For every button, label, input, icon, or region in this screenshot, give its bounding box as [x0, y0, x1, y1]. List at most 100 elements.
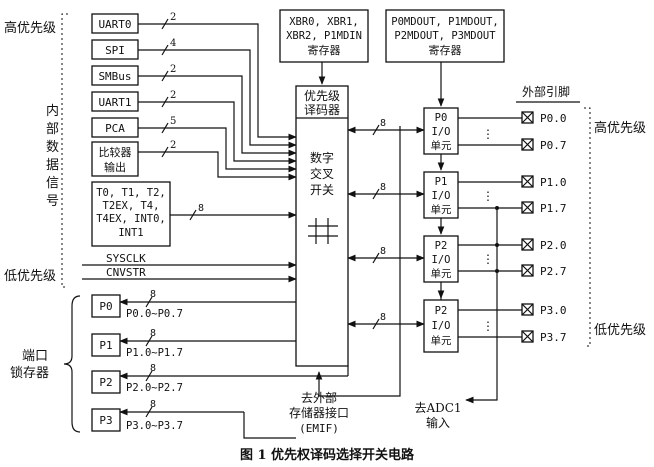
svg-text:⋮: ⋮	[482, 319, 494, 333]
svg-text:2: 2	[170, 140, 176, 151]
svg-text:P2.0: P2.0	[540, 239, 567, 252]
low-priority-left-label: 低优先级	[4, 269, 56, 284]
svg-text:输出: 输出	[104, 160, 126, 174]
pin-p3-7-icon	[521, 330, 534, 343]
svg-text:据: 据	[46, 158, 59, 173]
svg-text:8: 8	[198, 203, 204, 214]
priority-decoder: 优先级 译码器 数字 交叉 开关	[295, 85, 349, 367]
svg-text:P0.0: P0.0	[540, 112, 567, 125]
svg-text:P2: P2	[435, 305, 448, 317]
port-3: 8 P2 I/O 单元 ⋮ P3.0 P3.7	[347, 290, 567, 353]
pin-p1-7-icon	[521, 201, 534, 214]
input-width-labels: 2 4 2 2 5 2	[170, 12, 176, 151]
svg-text:寄存器: 寄存器	[429, 43, 462, 57]
svg-text:⋮: ⋮	[482, 252, 494, 266]
input-comparator: 比较器 输出	[91, 141, 139, 177]
pin-p1-0-icon	[521, 175, 534, 188]
svg-text:数: 数	[46, 140, 59, 155]
svg-text:T4EX, INT0,: T4EX, INT0,	[96, 213, 166, 225]
svg-text:P0: P0	[435, 112, 448, 124]
svg-text:P1.0: P1.0	[540, 176, 567, 189]
svg-text:P3.7: P3.7	[540, 331, 567, 344]
svg-text:SPI: SPI	[105, 44, 125, 57]
pin-p2-7-icon	[521, 264, 534, 277]
svg-text:P2: P2	[435, 240, 448, 252]
svg-text:P2.7: P2.7	[540, 265, 567, 278]
svg-text:优先级: 优先级	[304, 89, 340, 103]
adc-label-1: 去ADC1	[414, 401, 461, 415]
port-2: 8 P2 I/O 单元 ⋮ P2.0 P2.7	[347, 235, 567, 294]
input-smbus: SMBus	[91, 65, 139, 86]
svg-text:P3.0~P3.7: P3.0~P3.7	[126, 420, 183, 432]
input-uart0: UART0	[91, 13, 139, 34]
svg-text:P0: P0	[99, 300, 112, 313]
latch-p1: P1 8 P1.0~P1.7	[91, 328, 296, 359]
pin-p0-0-icon	[521, 111, 534, 124]
svg-text:UART1: UART1	[98, 96, 131, 109]
pin-p2-0-icon	[521, 238, 534, 251]
svg-text:CNVSTR: CNVSTR	[106, 266, 146, 279]
svg-text:5: 5	[170, 116, 176, 127]
svg-text:8: 8	[380, 312, 386, 323]
crossbar-switch-icon	[308, 218, 338, 244]
internal-signals-label: 内 部 数 据 信 号	[46, 103, 59, 209]
input-uart1: UART1	[91, 91, 139, 112]
svg-text:P1: P1	[99, 339, 112, 352]
svg-text:P3.0: P3.0	[540, 304, 567, 317]
port-1: 8 P1 I/O 单元 ⋮ P1.0 P1.7	[347, 171, 567, 235]
svg-text:8: 8	[150, 399, 156, 410]
svg-text:P1: P1	[435, 176, 448, 188]
svg-text:8: 8	[150, 328, 156, 339]
svg-text:I/O: I/O	[432, 126, 451, 138]
adc-bus	[465, 206, 498, 404]
svg-text:P0.7: P0.7	[540, 139, 567, 152]
svg-text:8: 8	[150, 289, 156, 300]
svg-text:P1.0~P1.7: P1.0~P1.7	[126, 347, 183, 359]
svg-text:INT1: INT1	[118, 227, 143, 239]
high-priority-right-label: 高优先级	[594, 120, 646, 136]
emif-label-1: 去外部	[301, 390, 337, 405]
svg-text:XBR2, P1MDIN: XBR2, P1MDIN	[286, 30, 362, 42]
figure-caption: 图 1 优先权译码选择开关电路	[240, 447, 415, 463]
svg-text:单元: 单元	[431, 204, 452, 216]
svg-text:比较器: 比较器	[99, 145, 132, 159]
svg-text:T2EX, T4,: T2EX, T4,	[103, 200, 160, 212]
latch-p3-tap	[243, 412, 296, 439]
latch-brace	[63, 295, 81, 433]
sysclk-line: SYSCLK	[82, 252, 297, 269]
svg-text:I/O: I/O	[432, 190, 451, 202]
svg-text:XBR0, XBR1,: XBR0, XBR1,	[289, 16, 359, 28]
port-0: 8 P0 I/O 单元 ⋮ P0.0 P0.7	[347, 107, 567, 171]
latch-p0: P0 8 P0.0~P0.7	[91, 289, 296, 320]
svg-text:内: 内	[46, 103, 59, 119]
svg-text:译码器: 译码器	[304, 103, 340, 117]
svg-text:P3: P3	[99, 414, 112, 427]
svg-text:SMBus: SMBus	[98, 70, 131, 83]
svg-text:4: 4	[170, 38, 176, 49]
svg-text:8: 8	[380, 118, 386, 129]
svg-text:8: 8	[380, 182, 386, 193]
svg-text:2: 2	[170, 90, 176, 101]
svg-text:P0MDOUT, P1MDOUT,: P0MDOUT, P1MDOUT,	[391, 16, 498, 28]
svg-text:PCA: PCA	[105, 122, 125, 135]
input-spi: SPI	[91, 39, 139, 60]
port-latch-label-2: 锁存器	[10, 365, 49, 381]
input-lines	[138, 18, 297, 181]
svg-text:单元: 单元	[431, 140, 452, 152]
svg-text:⋮: ⋮	[482, 127, 494, 141]
latch-p3: P3 8 P3.0~P3.7	[91, 399, 244, 432]
svg-text:开关: 开关	[310, 183, 334, 197]
priority-right-bracket	[584, 107, 591, 347]
emif-label-2: 存储器接口	[289, 405, 349, 420]
svg-text:单元: 单元	[431, 268, 452, 280]
svg-text:数字: 数字	[310, 150, 334, 165]
svg-text:⋮: ⋮	[482, 189, 494, 203]
svg-text:2: 2	[170, 12, 176, 23]
svg-text:寄存器: 寄存器	[308, 43, 341, 57]
xbr-register-box: XBR0, XBR1, XBR2, P1MDIN 寄存器	[279, 9, 369, 85]
svg-text:单元: 单元	[431, 335, 452, 347]
svg-text:UART0: UART0	[98, 18, 131, 31]
input-pca: PCA	[91, 117, 139, 138]
